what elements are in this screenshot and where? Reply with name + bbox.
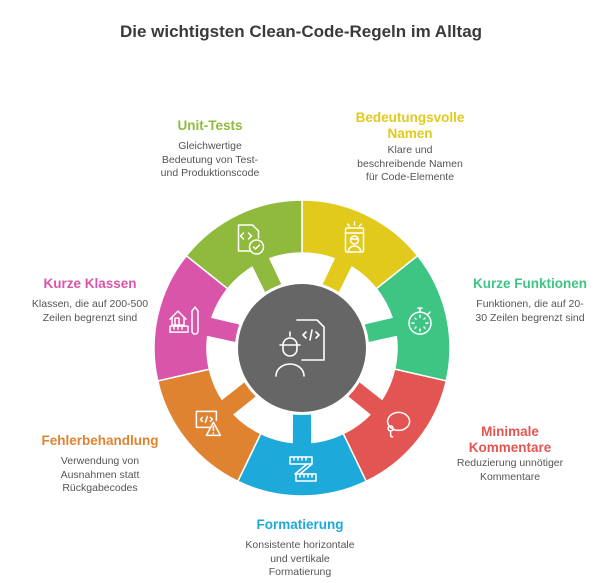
speech-bubble-icon xyxy=(386,411,411,438)
house-blueprint-icon xyxy=(169,306,199,335)
label-kurze-funktionen: Kurze Funktionen Funktionen, die auf 20-… xyxy=(455,276,602,325)
connector-kurze-funktionen xyxy=(364,317,399,342)
segment-description: Funktionen, die auf 20-30 Zeilen begrenz… xyxy=(475,298,585,324)
segment-title: Kurze Klassen xyxy=(43,276,137,291)
segment-title: Kurze Funktionen xyxy=(473,276,587,291)
code-file-check-icon xyxy=(237,224,265,255)
id-badge-icon xyxy=(344,221,365,253)
code-warning-icon xyxy=(195,410,222,437)
center-circle xyxy=(238,284,366,412)
connector-fehlerbehandlung xyxy=(220,382,256,416)
page-title: Die wichtigsten Clean-Code-Regeln im All… xyxy=(119,22,483,41)
measuring-tape-icon xyxy=(289,456,317,482)
segment-title: Formatierung xyxy=(256,517,344,532)
connector-kurze-klassen xyxy=(205,317,240,342)
segment-unit-tests xyxy=(185,199,303,290)
stopwatch-icon xyxy=(408,307,432,335)
developer-with-code-icon xyxy=(275,319,325,377)
connector-formatierung xyxy=(292,414,312,445)
segment-title: Unit-Tests xyxy=(177,118,243,133)
connector-minimale-kommentare xyxy=(348,382,384,416)
connector-bedeutungsvolle-namen xyxy=(322,257,353,293)
connector-unit-tests xyxy=(251,257,282,293)
segment-title: Fehlerbehandlung xyxy=(41,433,159,448)
